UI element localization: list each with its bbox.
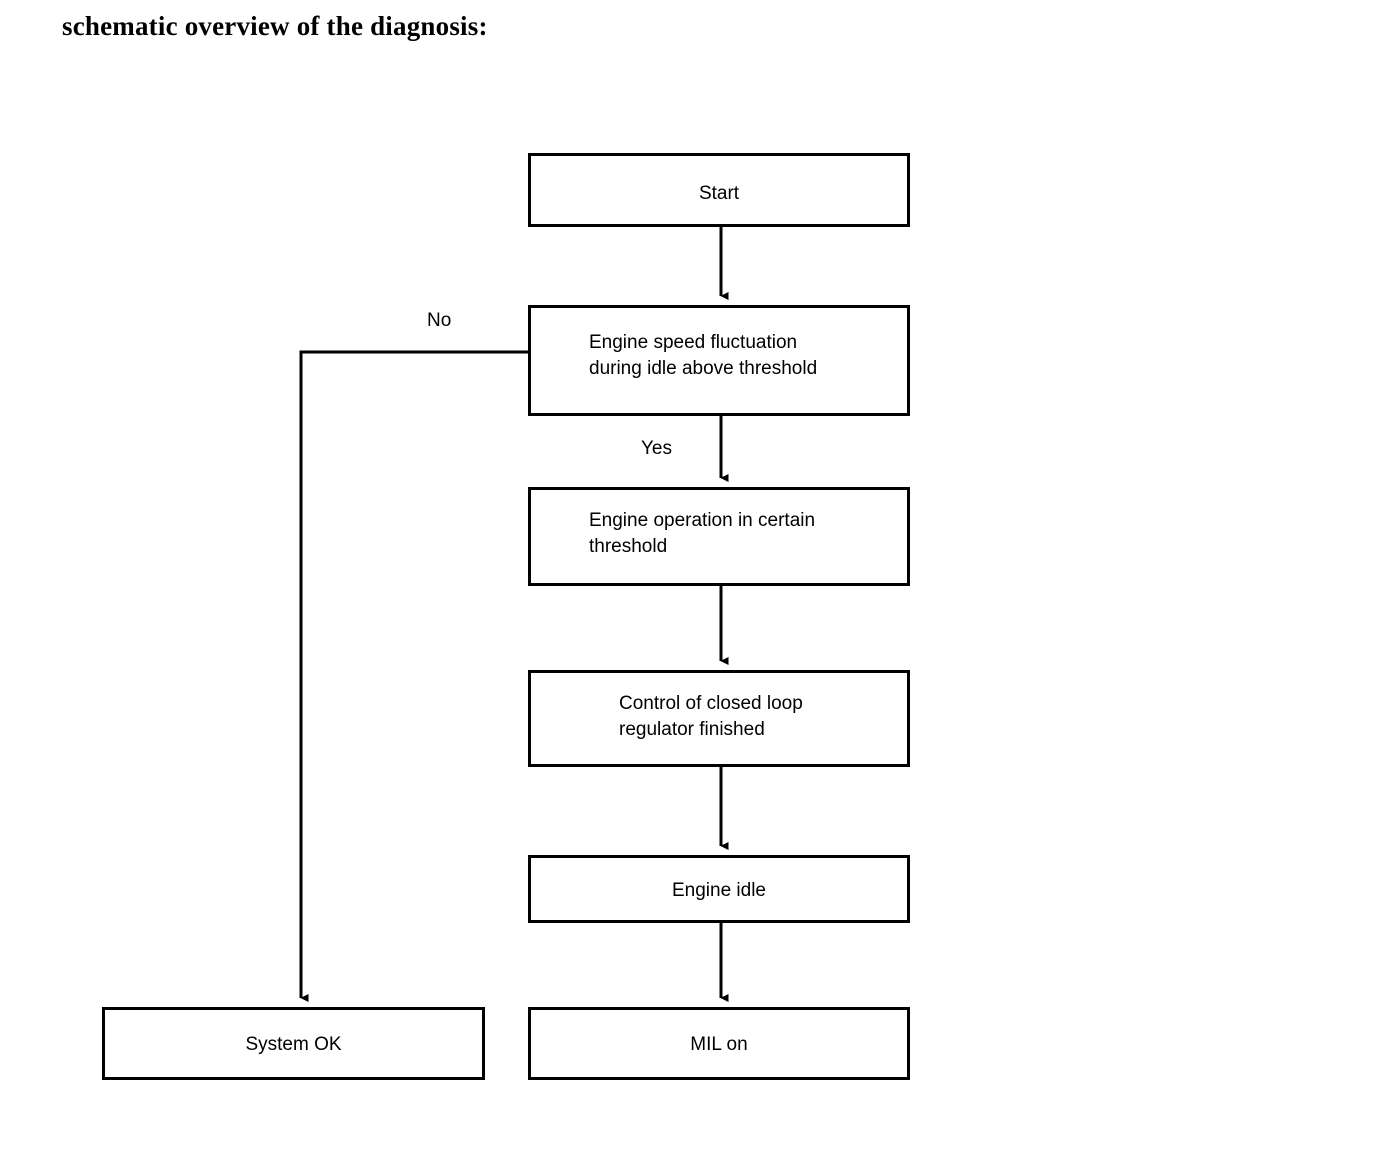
edge-label-yes: Yes [641, 438, 672, 459]
node-start[interactable]: Start [528, 153, 910, 227]
node-closed-loop-regulator-label: Control of closed loop regulator finishe… [619, 693, 803, 740]
node-engine-operation[interactable]: Engine operation in certain threshold [528, 487, 910, 586]
node-engine-idle-label: Engine idle [671, 880, 767, 901]
node-engine-speed-fluctuation[interactable]: Engine speed fluctuation during idle abo… [528, 305, 910, 416]
node-mil-on[interactable]: MIL on [528, 1007, 910, 1080]
node-start-label: Start [698, 183, 740, 204]
node-closed-loop-regulator[interactable]: Control of closed loop regulator finishe… [528, 670, 910, 767]
node-mil-on-label: MIL on [690, 1034, 748, 1055]
node-system-ok[interactable]: System OK [102, 1007, 485, 1080]
page-title: schematic overview of the diagnosis: [62, 11, 488, 41]
node-engine-speed-fluctuation-label: Engine speed fluctuation during idle abo… [589, 332, 818, 379]
node-engine-idle[interactable]: Engine idle [528, 855, 910, 923]
node-system-ok-label: System OK [245, 1034, 342, 1055]
edge-label-no: No [427, 310, 452, 331]
node-engine-operation-label: Engine operation in certain threshold [589, 510, 816, 557]
connector-speed-fluctuation-to-system-ok [299, 350, 528, 1003]
